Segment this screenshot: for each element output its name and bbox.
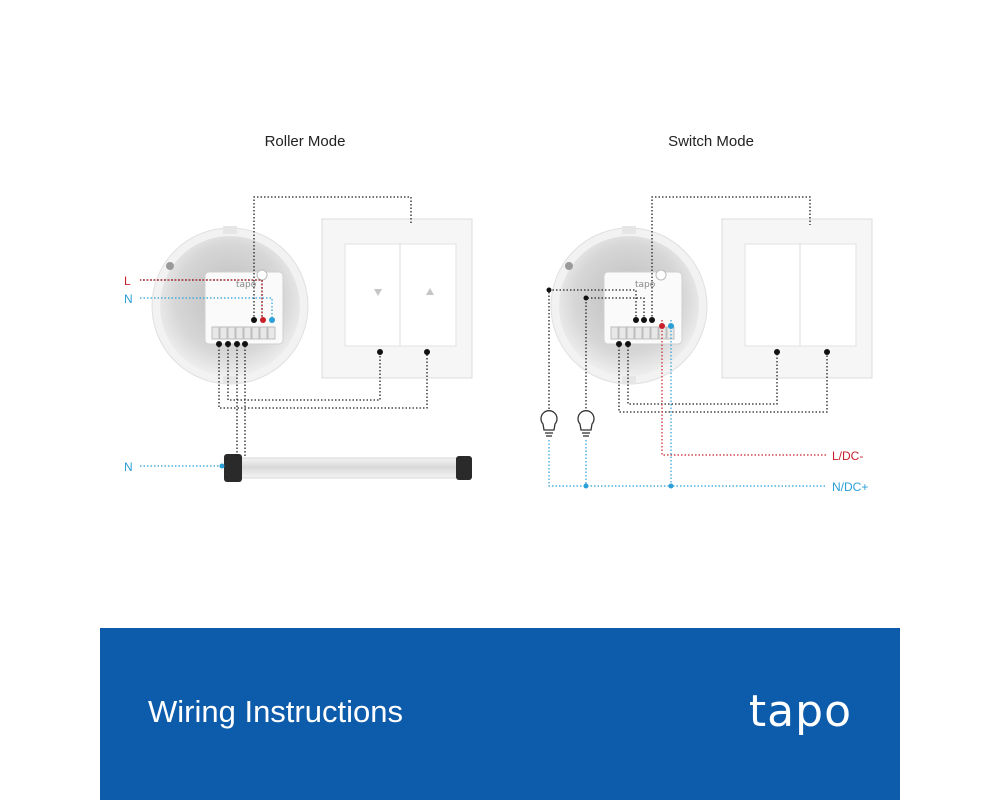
- switch-mode-diagram: tapo: [540, 196, 873, 494]
- roller-mode-diagram: tapo: [124, 196, 473, 482]
- footer-title: Wiring Instructions: [148, 694, 403, 729]
- roller-live-label: L: [124, 274, 131, 288]
- wiring-diagram: tapo: [124, 196, 873, 494]
- switch-control-wires: [548, 196, 828, 413]
- switch-terminal-dots: [546, 287, 830, 489]
- switch-neutral-label: N/DC+: [832, 480, 868, 494]
- roller-terminal-dots: [216, 317, 430, 469]
- tapo-logo: tapo: [748, 686, 852, 737]
- switch-lamp-neutral-wire: [548, 440, 671, 487]
- svg-text:tapo: tapo: [635, 280, 656, 290]
- switch-live-label: L/DC-: [832, 449, 863, 463]
- switch-wall-switch: [721, 218, 873, 379]
- roller-motor-neutral-label: N: [124, 460, 133, 474]
- roller-motor-tube: [224, 454, 472, 482]
- roller-mode-title: Roller Mode: [264, 133, 346, 150]
- roller-smart-module: tapo: [204, 269, 284, 345]
- switch-smart-module: tapo: [603, 269, 683, 345]
- roller-neutral-label: N: [124, 292, 133, 306]
- svg-text:tapo: tapo: [236, 280, 257, 290]
- footer-banner: Wiring Instructions tapo: [100, 628, 900, 800]
- roller-control-wires: [140, 196, 428, 458]
- roller-switch-up-arrow-icon: [426, 288, 434, 295]
- light-bulb-icon: [540, 410, 558, 437]
- roller-wall-switch: [321, 218, 473, 379]
- roller-switch-down-arrow-icon: [374, 289, 382, 296]
- light-bulb-icon: [577, 410, 595, 437]
- switch-mode-title: Switch Mode: [668, 133, 754, 150]
